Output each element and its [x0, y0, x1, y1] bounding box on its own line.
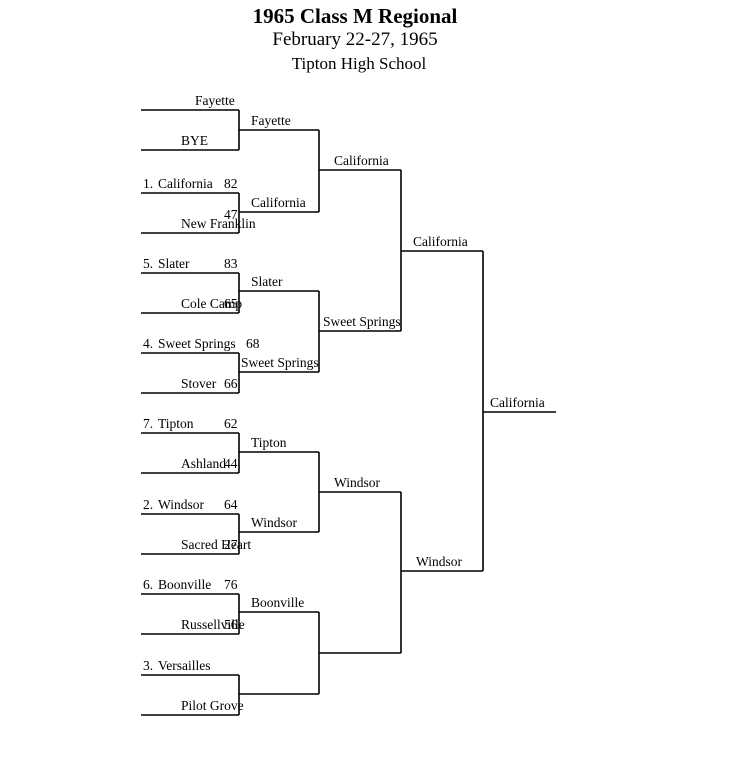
team-name: Ashland	[181, 456, 226, 471]
round2-team-name: California	[251, 195, 306, 210]
team-score: 64	[224, 497, 238, 512]
team-seed: 4.	[143, 336, 153, 351]
team-score: 82	[224, 176, 238, 191]
round2-team-name: Tipton	[251, 435, 287, 450]
team-name: Cole Camp	[181, 296, 242, 311]
team-name: Slater	[158, 256, 190, 271]
round2-team-name: Slater	[251, 274, 283, 289]
team-name: Windsor	[158, 497, 204, 512]
team-seed: 3.	[143, 658, 153, 673]
team-score: 47	[224, 207, 238, 222]
team-name: Versailles	[158, 658, 210, 673]
team-seed: 5.	[143, 256, 153, 271]
team-score: 62	[224, 416, 238, 431]
team-name: California	[158, 176, 213, 191]
champion-name: California	[490, 395, 545, 410]
round2-team-name: Windsor	[251, 515, 297, 530]
bracket-title: 1965 Class M Regional	[252, 4, 458, 28]
team-score: 68	[246, 336, 260, 351]
team-name: Stover	[181, 376, 217, 391]
team-seed: 7.	[143, 416, 153, 431]
semifinal-team-name: California	[413, 234, 468, 249]
team-name: Pilot Grove	[181, 698, 244, 713]
team-score: 56	[224, 617, 238, 632]
team-name: Sacred Heart	[181, 537, 251, 552]
team-name: Sweet Springs	[158, 336, 236, 351]
round3-team-name: Windsor	[334, 475, 380, 490]
round3-team-name: California	[334, 153, 389, 168]
round2-team-name: Boonville	[251, 595, 304, 610]
team-name: Russellville	[181, 617, 245, 632]
round2-team-name: Fayette	[251, 113, 291, 128]
team-score: 65	[224, 296, 238, 311]
tournament-venue: Tipton High School	[291, 54, 427, 73]
team-seed: 6.	[143, 577, 153, 592]
team-name: Tipton	[158, 416, 194, 431]
round3-team-name: Sweet Springs	[323, 314, 401, 329]
team-score: 83	[224, 256, 238, 271]
team-seed: 1.	[143, 176, 153, 191]
team-name: BYE	[181, 133, 208, 148]
team-score: 27	[224, 537, 238, 552]
team-score: 66	[224, 376, 238, 391]
team-score: 76	[224, 577, 238, 592]
team-score: 44	[224, 456, 238, 471]
team-name: Fayette	[195, 93, 235, 108]
team-name: Boonville	[158, 577, 211, 592]
semifinal-team-name: Windsor	[416, 554, 462, 569]
team-seed: 2.	[143, 497, 153, 512]
round2-team-name: Sweet Springs	[241, 355, 319, 370]
tournament-dates: February 22-27, 1965	[272, 29, 438, 50]
team-name: New Franklin	[181, 216, 256, 231]
